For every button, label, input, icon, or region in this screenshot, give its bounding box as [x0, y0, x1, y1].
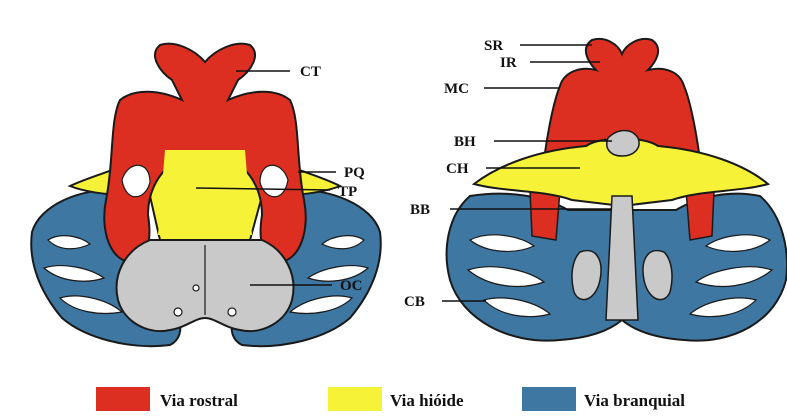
legend-swatch-hyoid — [328, 387, 382, 411]
legend-label-hyoid: Via hióide — [390, 391, 464, 410]
label-bh: BH — [454, 134, 476, 150]
label-cb: CB — [404, 294, 425, 310]
right-skull-view: SR IR MC BH CH BB CB — [404, 38, 787, 341]
legend-label-branchial: Via branquial — [584, 391, 685, 410]
left-trabecular-plate — [158, 150, 252, 235]
label-pq: PQ — [344, 165, 365, 181]
legend-label-rostral: Via rostral — [160, 391, 238, 410]
label-ct: CT — [300, 64, 321, 80]
legend: Via rostral Via hióide Via branquial — [96, 387, 685, 411]
legend-swatch-branchial — [522, 387, 576, 411]
legend-swatch-rostral — [96, 387, 150, 411]
left-skull-view: CT PQ TP OC — [31, 44, 381, 346]
label-ir: IR — [500, 55, 517, 71]
right-basihyal — [607, 131, 639, 157]
right-basibranchial — [606, 196, 638, 320]
label-oc: OC — [340, 278, 363, 294]
label-ch: CH — [446, 161, 469, 177]
label-mc: MC — [444, 81, 469, 97]
label-bb: BB — [410, 202, 430, 218]
label-tp: TP — [338, 184, 357, 200]
label-sr: SR — [484, 38, 503, 54]
